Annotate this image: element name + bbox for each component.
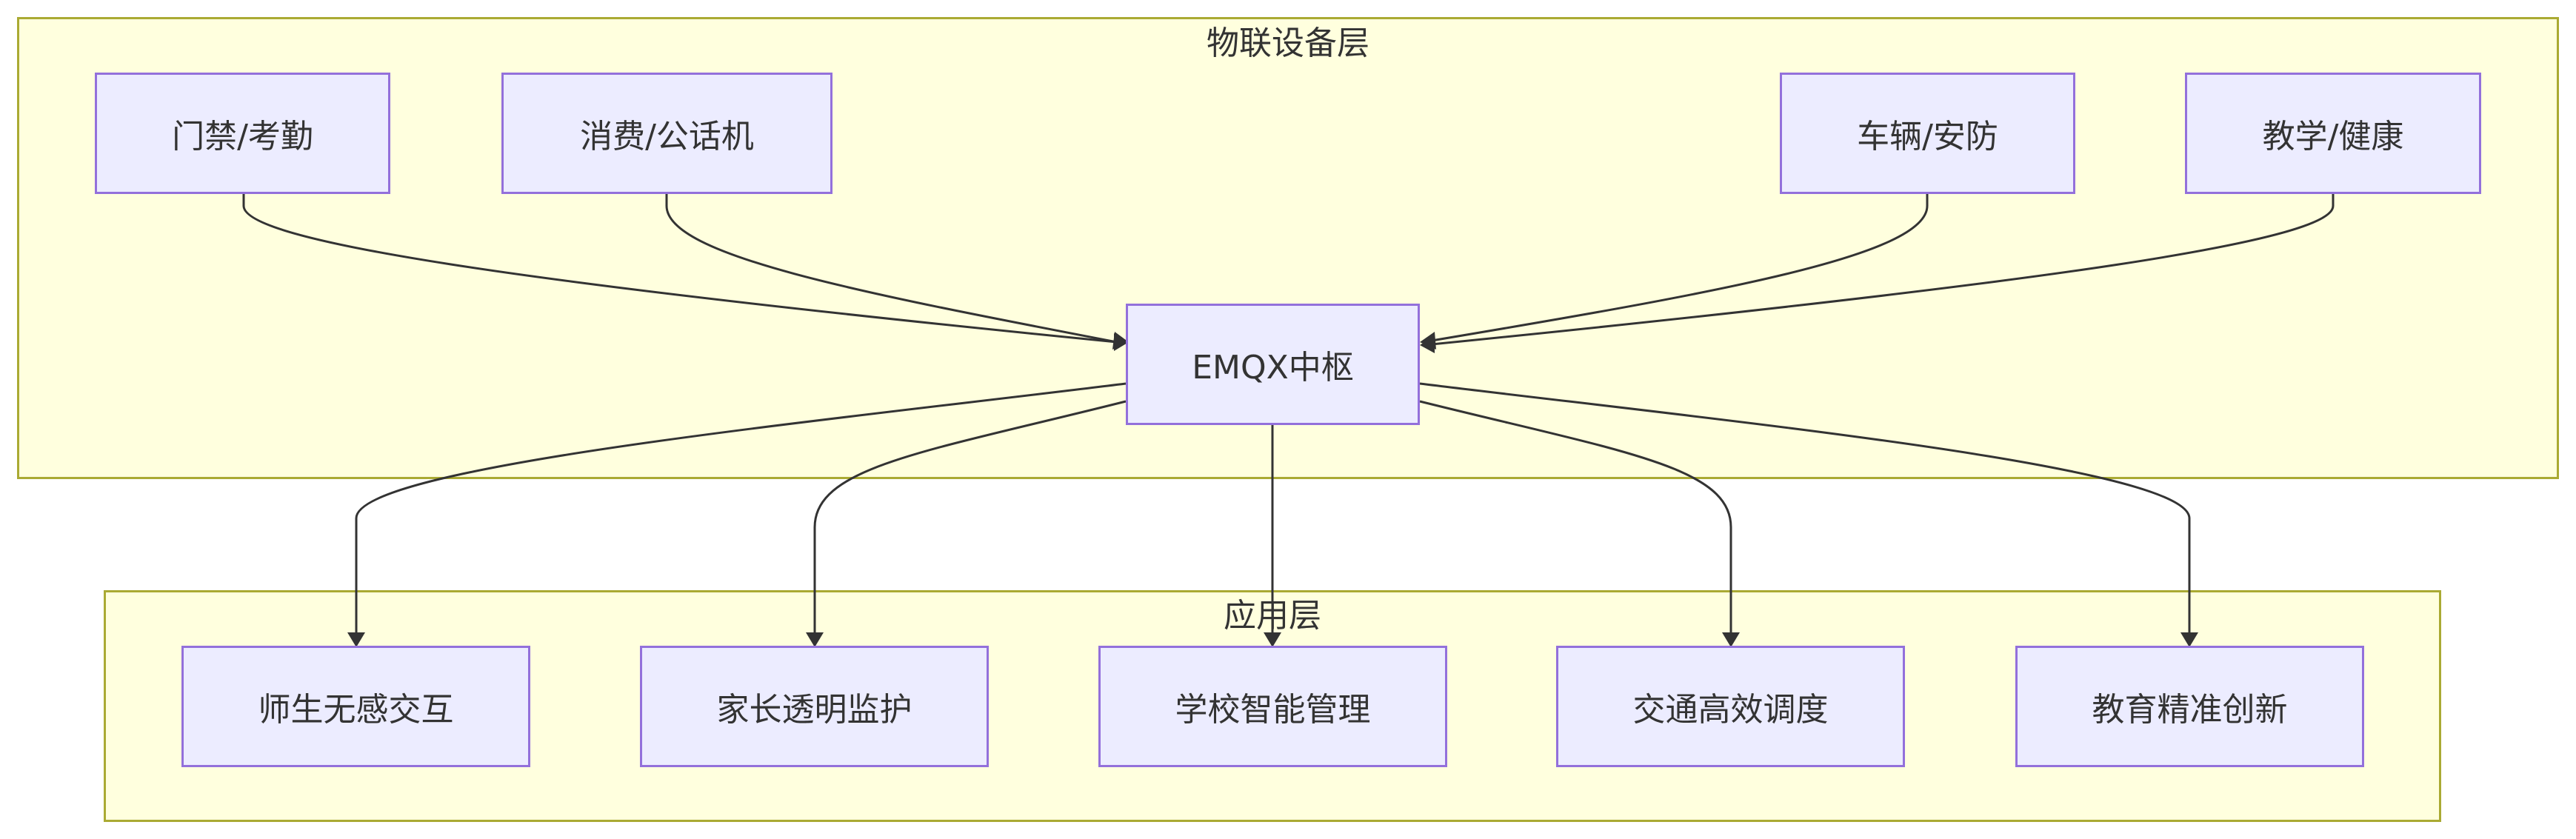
node-traffic-dispatch: 交通高效调度 [1556,646,1905,767]
application-layer-title: 应用层 [1224,597,1321,635]
node-vehicle-security: 车辆/安防 [1780,73,2075,194]
node-consume-phone: 消费/公话机 [501,73,832,194]
node-school-management: 学校智能管理 [1098,646,1447,767]
node-education-innovation: 教育精准创新 [2015,646,2364,767]
node-teacher-student-interaction: 师生无感交互 [181,646,530,767]
node-teaching-health: 教学/健康 [2185,73,2481,194]
iot-device-layer-title: 物联设备层 [1207,24,1369,62]
node-emqx-hub: EMQX中枢 [1126,304,1420,425]
node-access-attendance: 门禁/考勤 [95,73,390,194]
node-parent-monitoring: 家长透明监护 [640,646,989,767]
